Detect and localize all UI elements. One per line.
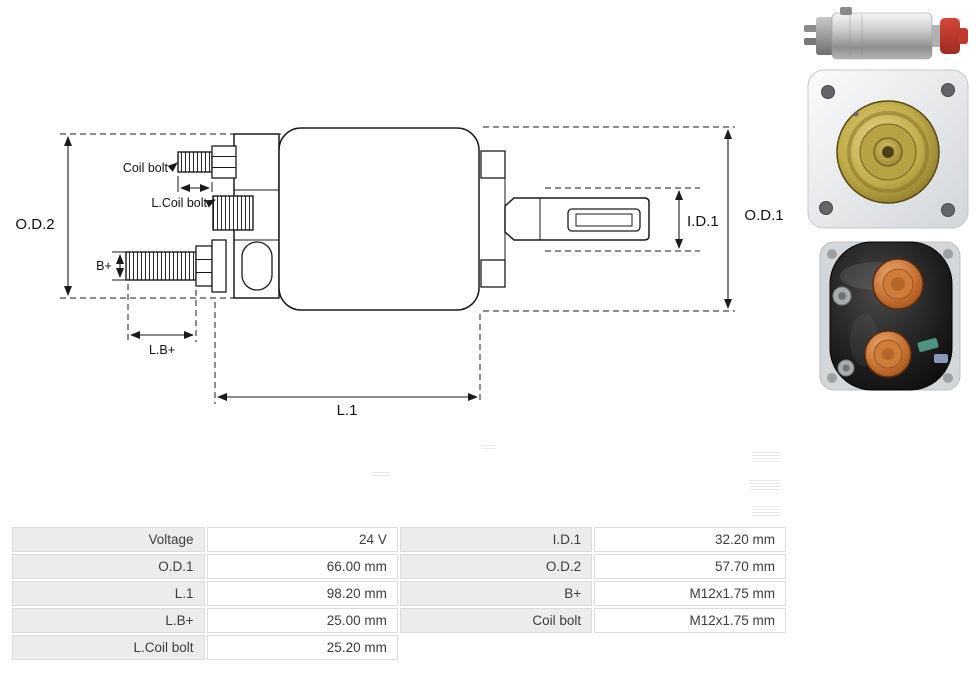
spec-label: L.Coil bolt (12, 635, 205, 660)
spec-value: 32.20 mm (594, 527, 786, 552)
spec-label: L.1 (12, 581, 205, 606)
spec-value: 25.20 mm (206, 635, 398, 660)
bolt-hole (941, 83, 955, 97)
solenoid-cap (816, 17, 834, 55)
spec-value: 24 V (206, 527, 398, 552)
shaft-neck (932, 25, 940, 47)
bolt-hole (819, 201, 833, 215)
spec-label: Voltage (12, 527, 205, 552)
terminal-stud (804, 25, 818, 32)
plate-hole (827, 249, 837, 259)
spec-value: 25.00 mm (206, 608, 398, 633)
dim-label-od2: O.D.2 (15, 216, 54, 233)
pivot-boss (241, 241, 273, 291)
spec-value: 66.00 mm (206, 554, 398, 579)
faint-print-artifact (752, 452, 780, 462)
copper-terminal-bottom (864, 330, 912, 378)
spec-label: B+ (399, 581, 593, 606)
spec-value: M12x1.75 mm (594, 581, 786, 606)
spec-row: O.D.1 66.00 mm O.D.2 57.70 mm (12, 554, 786, 579)
product-photo-flange-view (807, 69, 969, 229)
product-photo-side-view (804, 7, 968, 60)
terminal-stud (804, 38, 818, 45)
product-photo-terminal-view (819, 241, 961, 391)
faint-print-artifact (372, 472, 390, 478)
pin-hole (853, 111, 859, 117)
center-bore (882, 146, 894, 158)
spec-row: L.Coil bolt 25.20 mm (12, 635, 786, 660)
connector-tab (917, 338, 939, 352)
bolt-hole (941, 203, 955, 217)
connector-tab (934, 354, 948, 363)
faint-print-artifact (482, 445, 496, 451)
dim-label-od1: O.D.1 (744, 207, 783, 224)
dimension-lines (64, 129, 732, 401)
spec-table: Voltage 24 V I.D.1 32.20 mm O.D.1 66.00 … (10, 525, 788, 662)
spec-row: Voltage 24 V I.D.1 32.20 mm (12, 527, 786, 552)
end-cap (480, 150, 506, 288)
spec-value: 57.70 mm (594, 554, 786, 579)
dim-label-b-plus: B+ (96, 259, 112, 273)
red-cap (940, 18, 960, 54)
technical-drawing: O.D.2 O.D.1 I.D.1 L.1 L.B+ B+ Coil bolt … (15, 126, 784, 419)
plate-hole (943, 249, 953, 259)
plunger-shaft (504, 197, 650, 241)
spec-label: L.B+ (12, 608, 205, 633)
spec-label: Coil bolt (399, 608, 593, 633)
dim-label-id1: I.D.1 (687, 213, 719, 230)
solenoid-barrel (831, 12, 933, 60)
faint-print-artifact (750, 480, 780, 492)
spec-label: O.D.1 (12, 554, 205, 579)
plate-hole (827, 373, 837, 383)
spec-row: L.B+ 25.00 mm Coil bolt M12x1.75 mm (12, 608, 786, 633)
top-terminal (840, 7, 852, 15)
spec-value: M12x1.75 mm (594, 608, 786, 633)
dim-label-lb-plus: L.B+ (149, 343, 175, 357)
spec-label: I.D.1 (399, 527, 593, 552)
dim-label-l1: L.1 (337, 402, 358, 419)
b-plus-terminal (125, 239, 227, 293)
spec-value: 98.20 mm (206, 581, 398, 606)
dim-label-coil-bolt: Coil bolt (123, 161, 169, 175)
coil-bolt-terminal (177, 145, 237, 179)
faint-print-artifact (752, 506, 780, 518)
bolt-hole (821, 85, 835, 99)
extension-lines (60, 126, 735, 404)
solenoid-dimension-diagram: O.D.2 O.D.1 I.D.1 L.1 L.B+ B+ Coil bolt … (15, 126, 784, 419)
spec-label: O.D.2 (399, 554, 593, 579)
red-tip (958, 28, 968, 44)
plate-hole (943, 373, 953, 383)
copper-terminal-top (872, 258, 924, 310)
spec-empty-cell (594, 635, 786, 660)
coil-boss (212, 195, 254, 231)
solenoid-body (278, 127, 480, 311)
spec-row: L.1 98.20 mm B+ M12x1.75 mm (12, 581, 786, 606)
spec-empty-cell (400, 635, 592, 660)
dim-label-l-coil-bolt: L.Coil bolt (151, 196, 207, 210)
